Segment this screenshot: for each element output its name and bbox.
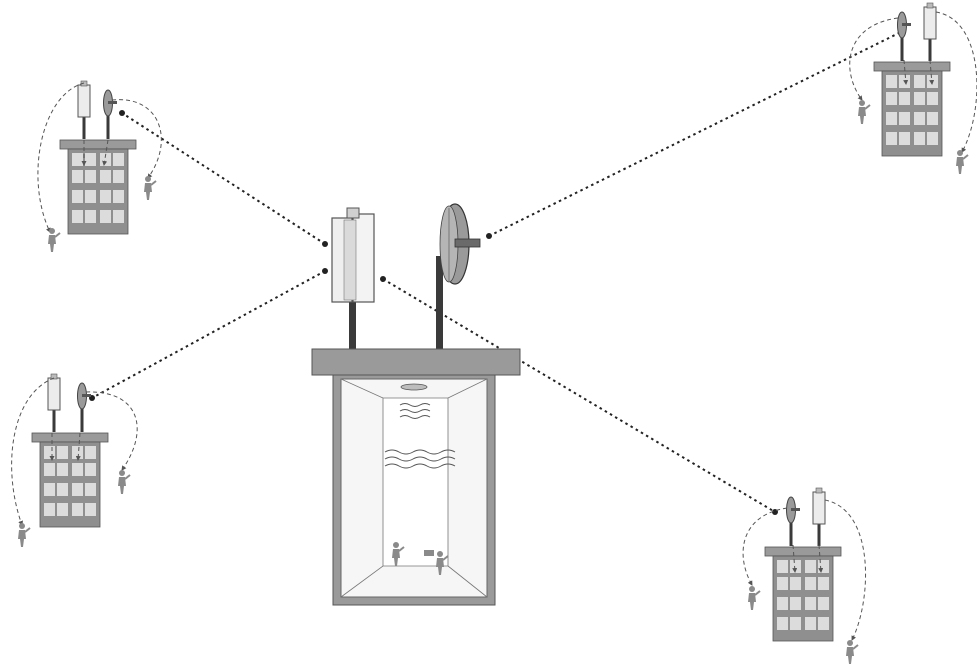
link-to-top-left xyxy=(119,110,328,247)
top-left-dish-antenna-icon xyxy=(103,89,118,140)
central-dish-antenna-icon xyxy=(439,203,481,285)
remote-site-top-left xyxy=(37,80,162,253)
top-left-user-1-person-icon xyxy=(47,227,61,253)
top-right-user-2-person-icon xyxy=(955,149,969,175)
central-building-roof xyxy=(311,348,521,376)
central-flat-panel-antenna-icon xyxy=(331,207,375,303)
central-building-room xyxy=(332,374,496,606)
top-right-building-icon xyxy=(873,61,951,157)
top-right-flat-panel-antenna-icon xyxy=(923,2,937,62)
bottom-left-dish-antenna-icon xyxy=(77,382,92,433)
central-mast-right xyxy=(436,256,443,352)
bottom-right-flat-panel-antenna-icon xyxy=(812,487,826,547)
central-base-station xyxy=(311,203,521,606)
top-left-building-icon xyxy=(59,139,137,235)
top-left-user-2-person-icon xyxy=(143,175,157,201)
bottom-left-building-icon xyxy=(31,432,109,528)
top-right-user-1-person-icon xyxy=(857,99,871,125)
bottom-right-building-icon xyxy=(764,546,842,642)
bottom-left-user-1-person-icon xyxy=(17,522,31,548)
bottom-left-user-2-person-icon xyxy=(117,469,131,495)
bottom-right-user-1-person-icon xyxy=(747,585,761,611)
link-to-top-right xyxy=(486,28,906,239)
remote-site-top-right xyxy=(849,2,977,175)
link-to-bottom-left xyxy=(89,268,328,401)
top-left-flat-panel-antenna-icon xyxy=(77,80,91,140)
bottom-left-flat-panel-antenna-icon xyxy=(47,373,61,433)
remote-site-bottom-right xyxy=(742,487,867,665)
central-mast-left xyxy=(349,300,356,352)
remote-site-bottom-left xyxy=(11,373,138,548)
bottom-right-dish-antenna-icon xyxy=(786,496,801,547)
top-right-dish-antenna-icon xyxy=(897,11,912,62)
bottom-right-user-2-person-icon xyxy=(845,639,859,665)
